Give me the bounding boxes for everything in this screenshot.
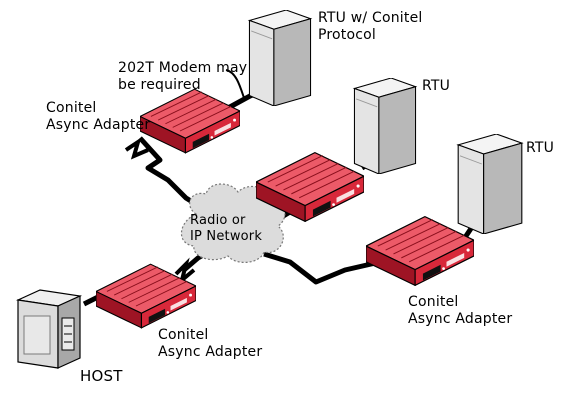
adapter-right [366,216,474,286]
network-label: Radio or IP Network [190,213,262,245]
adapter-top-label: Conitel Async Adapter [46,100,150,134]
link-zigzag-top [124,137,149,160]
adapter-top-label-line1: Conitel [46,100,97,116]
modem-note-line1: 202T Modem may [118,60,248,76]
adapter-host-label-line1: Conitel [158,327,209,343]
rtu-conitel-server [248,10,312,106]
rtu-conitel-label-line2: Protocol [318,27,377,43]
cable-network-right [263,251,381,285]
adapter-right-label: Conitel Async Adapter [408,294,512,328]
adapter-host [96,263,196,329]
rtu-conitel-label-line1: RTU w/ Conitel [318,10,423,26]
rtu-middle-label: RTU [422,78,451,94]
network-cloud [180,183,286,263]
rtu-conitel-label: RTU w/ Conitel Protocol [318,10,422,44]
host-computer [15,289,83,369]
host-label: HOST [80,367,123,385]
network-label-line2: IP Network [190,229,263,244]
adapter-host-label-line2: Async Adapter [158,344,263,360]
rtu-right-label: RTU [526,140,555,156]
link-zigzag-host [174,257,196,286]
adapter-right-label-line1: Conitel [408,294,459,310]
modem-note-label: 202T Modem may be required [118,60,247,94]
adapter-right-label-line2: Async Adapter [408,311,513,327]
adapter-top [140,88,240,154]
rtu-middle-server [353,78,417,174]
adapter-host-label: Conitel Async Adapter [158,327,262,361]
rtu-right-server [457,134,523,234]
modem-note-line2: be required [118,77,201,93]
network-label-line1: Radio or [190,213,246,228]
modem-note-pointer [225,69,245,99]
adapter-top-label-line2: Async Adapter [46,117,151,133]
